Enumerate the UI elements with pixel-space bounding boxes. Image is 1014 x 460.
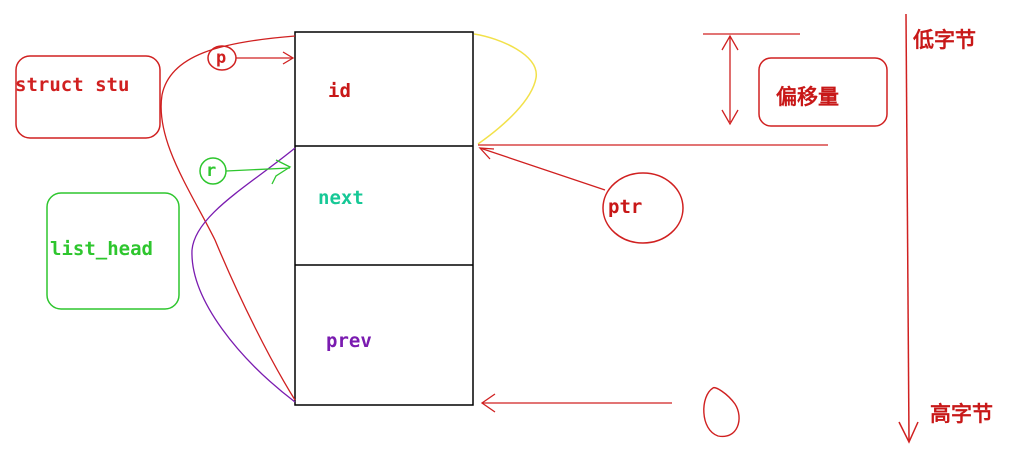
pointer-r-arrowhead — [271, 159, 292, 185]
high-byte-label: 高字节 — [930, 402, 993, 426]
address-axis-arrowhead — [898, 421, 919, 444]
ptr-arrow — [479, 147, 606, 191]
low-byte-label: 低字节 — [913, 28, 976, 52]
offset-arrow-up — [721, 34, 739, 51]
offset-box — [758, 57, 888, 127]
struct-memory-box — [294, 31, 474, 406]
pointer-p-label: p — [216, 48, 227, 68]
offset-arrow-down — [721, 109, 739, 126]
zero-scribble — [703, 386, 740, 438]
field-id-label: id — [328, 80, 351, 102]
pointer-p-arrowhead — [282, 51, 295, 65]
pointer-r-label: r — [206, 161, 217, 181]
offset-label: 偏移量 — [776, 85, 839, 109]
list-head-bracket — [191, 147, 296, 403]
pointer-ptr-label: ptr — [608, 196, 643, 218]
field-next-label: next — [318, 187, 364, 209]
field-prev-label: prev — [326, 330, 372, 352]
ptr-arrowhead — [478, 147, 495, 160]
pointer-r-arrow — [225, 167, 291, 172]
end-pointer-arrowhead — [480, 393, 496, 413]
offset-curve — [473, 33, 537, 145]
struct-stu-bracket — [160, 35, 296, 401]
struct-stu-box — [15, 55, 161, 139]
list-head-label: list_head — [50, 238, 153, 260]
list-head-box — [46, 192, 180, 310]
address-axis — [905, 13, 910, 441]
struct-stu-label: struct stu — [15, 74, 130, 96]
ptr-circle — [602, 172, 684, 244]
